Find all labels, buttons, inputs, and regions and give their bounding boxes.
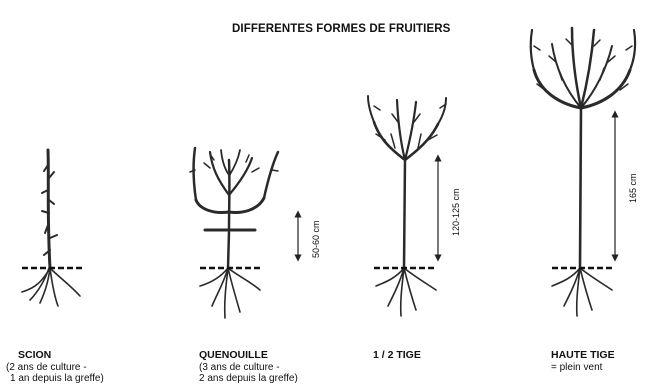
half-stem-tree [368, 96, 446, 316]
high-stem-tree [531, 28, 636, 316]
quenouille-label: QUENOUILLE (3 ans de culture - 2 ans dep… [199, 350, 298, 385]
half-stem-height-label: 120-125 cm [451, 188, 461, 236]
quenouille-detail-2: 2 ans depuis la greffe) [199, 373, 298, 385]
quenouille-tree [190, 148, 278, 318]
high-stem-name: HAUTE TIGE [551, 350, 615, 362]
high-stem-height-label: 165 cm [628, 173, 638, 203]
half-stem-label: 1 / 2 TIGE [373, 350, 421, 362]
high-stem-detail-1: = plein vent [551, 362, 615, 374]
scion-label: SCION (2 ans de culture - 1 an depuis la… [6, 350, 104, 385]
scion-tree [22, 150, 80, 306]
diagram-title: DIFFERENTES FORMES DE FRUITIERS [232, 23, 450, 35]
scion-detail-1: (2 ans de culture - [6, 362, 104, 374]
high-stem-label: HAUTE TIGE = plein vent [551, 350, 615, 373]
quenouille-height-label: 50-60 cm [311, 220, 321, 258]
scion-name: SCION [18, 350, 104, 362]
quenouille-name: QUENOUILLE [199, 350, 298, 362]
scion-detail-2: 1 an depuis la greffe) [10, 373, 104, 385]
quenouille-detail-1: (3 ans de culture - [199, 362, 298, 374]
half-stem-name: 1 / 2 TIGE [373, 350, 421, 362]
